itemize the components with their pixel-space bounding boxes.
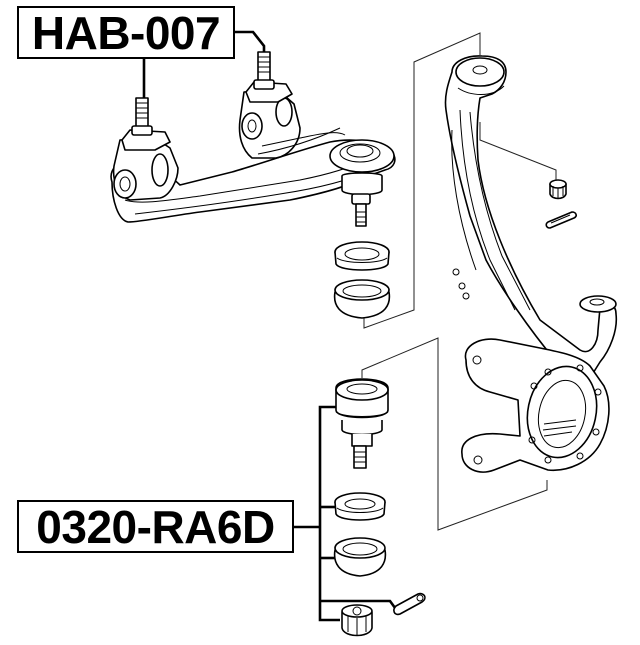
lower-dust-boot: [334, 492, 386, 521]
upper-cotter-pin: [545, 211, 577, 229]
upper-boot-cap: [333, 279, 391, 319]
lower-castle-nut: [341, 604, 373, 637]
upper-castle-nut: [549, 179, 567, 200]
steering-knuckle: [444, 55, 618, 473]
lower-cotter-pin: [393, 592, 426, 616]
assembly-callout-lines: [361, 32, 557, 531]
part-number-label-hab-007: HAB-007: [17, 6, 235, 59]
0320-ra6d-leader-lines: [294, 405, 400, 622]
lower-boot-cap: [333, 537, 387, 577]
lower-ball-joint: [335, 378, 389, 469]
part-number-text: HAB-007: [31, 6, 221, 59]
upper-control-arm: [110, 51, 396, 227]
part-number-text: 0320-RA6D: [36, 500, 275, 553]
upper-dust-boot: [334, 241, 390, 271]
part-number-label-0320-ra6d: 0320-RA6D: [17, 500, 294, 553]
hab-007-leader-lines: [142, 30, 266, 98]
